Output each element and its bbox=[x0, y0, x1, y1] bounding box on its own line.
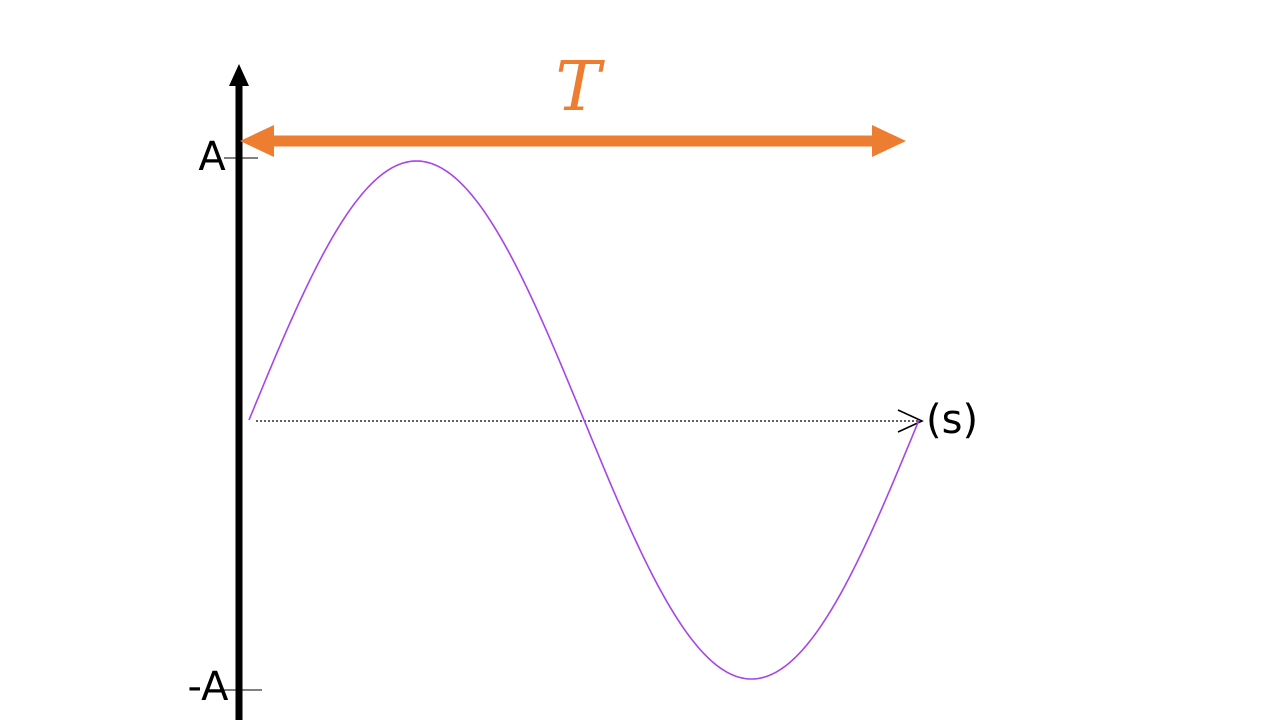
vertical-axis-arrowhead-icon bbox=[229, 64, 249, 86]
time-axis-arrowhead-icon bbox=[897, 409, 924, 433]
sine-wave-curve bbox=[248, 160, 920, 680]
time-axis-unit-label: (s) bbox=[926, 397, 978, 443]
period-arrow-right-head-icon bbox=[872, 125, 906, 157]
period-arrow-left-head-icon bbox=[240, 125, 274, 157]
period-double-arrow bbox=[240, 125, 906, 157]
amplitude-top-label: A bbox=[198, 134, 226, 180]
amplitude-bottom-label: -A bbox=[188, 664, 230, 710]
period-label: T bbox=[555, 48, 605, 127]
